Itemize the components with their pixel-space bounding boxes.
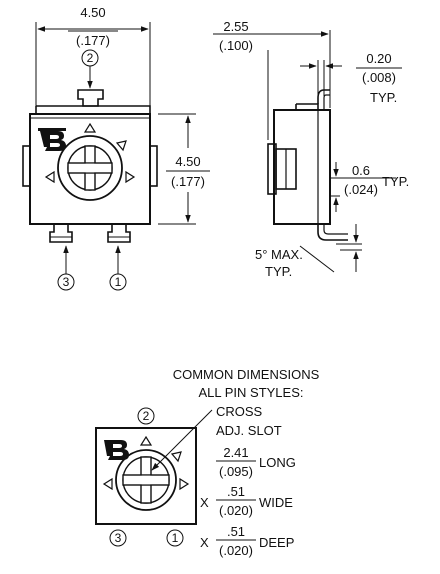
- front-view: [22, 22, 196, 291]
- lead-thk-note: TYP.: [370, 90, 397, 105]
- rotor-arrow-ne-icon: [115, 140, 127, 152]
- pin-3-tab: [49, 223, 73, 243]
- detail-pin-3-circle: [109, 529, 127, 547]
- detail-arrow-top-icon: [139, 435, 153, 446]
- side-depth-mm: 2.55: [223, 19, 248, 34]
- rotor-slot-center: [85, 163, 95, 173]
- side-view-text: 2.55 (.100) 0.20 (.008) TYP. 0.6 (.024) …: [219, 19, 409, 279]
- detail-arrow-ne-icon: [170, 451, 182, 463]
- common-detail-text: COMMON DIMENSIONS ALL PIN STYLES: 2 3 1 …: [115, 367, 320, 558]
- detail-slot-center: [141, 475, 151, 485]
- detail-arrow-left-icon: [102, 477, 113, 491]
- rotor-arrow-top-icon: [83, 122, 97, 133]
- pin-1-label: 1: [115, 275, 122, 289]
- common-title-line-1: COMMON DIMENSIONS: [173, 367, 320, 382]
- lead-thk-mm: 0.20: [366, 51, 391, 66]
- angle-line-1: 5° MAX.: [255, 247, 303, 262]
- side-bottom-lead-inner: [323, 224, 348, 235]
- slot-line-2: ADJ. SLOT: [216, 423, 282, 438]
- lead-thk-in: (.008): [362, 70, 396, 85]
- front-height-mm: 4.50: [175, 154, 200, 169]
- side-bottom-lead: [317, 224, 348, 241]
- rotor-arrow-left-icon: [44, 170, 55, 184]
- pin-2-label: 2: [87, 51, 94, 65]
- wide-in: (.020): [219, 503, 253, 518]
- rotor-arrow-right-icon: [125, 170, 136, 184]
- pin-3-circle: [57, 273, 75, 291]
- wide-mm: .51: [227, 484, 245, 499]
- front-width-mm: 4.50: [80, 5, 105, 20]
- detail-bourns-logo-icon: [104, 440, 129, 460]
- detail-pin-3-label: 3: [115, 531, 122, 545]
- detail-arrow-right-icon: [179, 477, 190, 491]
- long-in: (.095): [219, 464, 253, 479]
- deep-label: DEEP: [259, 535, 294, 550]
- detail-pin-1-circle: [166, 529, 184, 547]
- side-depth-in: (.100): [219, 38, 253, 53]
- lead-len-mm: 0.6: [352, 163, 370, 178]
- rotor-outer: [57, 135, 123, 201]
- front-right-tab: [149, 145, 158, 187]
- wide-label: WIDE: [259, 495, 293, 510]
- angle-line-2: TYP.: [265, 264, 292, 279]
- detail-pin-2-circle: [137, 407, 155, 425]
- bourns-logo-icon: [38, 128, 66, 151]
- deep-prefix: X: [200, 535, 209, 550]
- front-view-text: 4.50 (.177) 2 3 1 4.50 (.177): [63, 5, 210, 289]
- front-height-in: (.177): [171, 174, 205, 189]
- side-body: [273, 109, 331, 225]
- detail-pin-2-label: 2: [143, 409, 150, 423]
- common-detail: [95, 407, 213, 547]
- angle-leader: [299, 245, 335, 273]
- pin-3-label: 3: [63, 275, 70, 289]
- pin-2-tab: [77, 89, 104, 107]
- front-width-in: (.177): [76, 33, 110, 48]
- detail-pin-1-label: 1: [172, 531, 179, 545]
- cross-slot-leader: [151, 409, 213, 471]
- detail-rotor-outer: [115, 449, 177, 511]
- lead-len-note: TYP.: [382, 174, 409, 189]
- pin-1-tab: [107, 223, 131, 243]
- long-mm: 2.41: [223, 445, 248, 460]
- deep-in: (.020): [219, 543, 253, 558]
- side-view: [213, 30, 396, 273]
- long-label: LONG: [259, 455, 296, 470]
- side-top-lead-inner: [323, 94, 330, 110]
- lead-len-in: (.024): [344, 182, 378, 197]
- front-left-tab: [22, 145, 31, 187]
- pin-1-circle: [109, 273, 127, 291]
- deep-mm: .51: [227, 524, 245, 539]
- wide-prefix: X: [200, 495, 209, 510]
- front-body-top-bevel: [36, 105, 151, 114]
- slot-line-1: CROSS: [216, 404, 263, 419]
- common-title-line-2: ALL PIN STYLES:: [198, 385, 303, 400]
- detail-body: [95, 427, 197, 525]
